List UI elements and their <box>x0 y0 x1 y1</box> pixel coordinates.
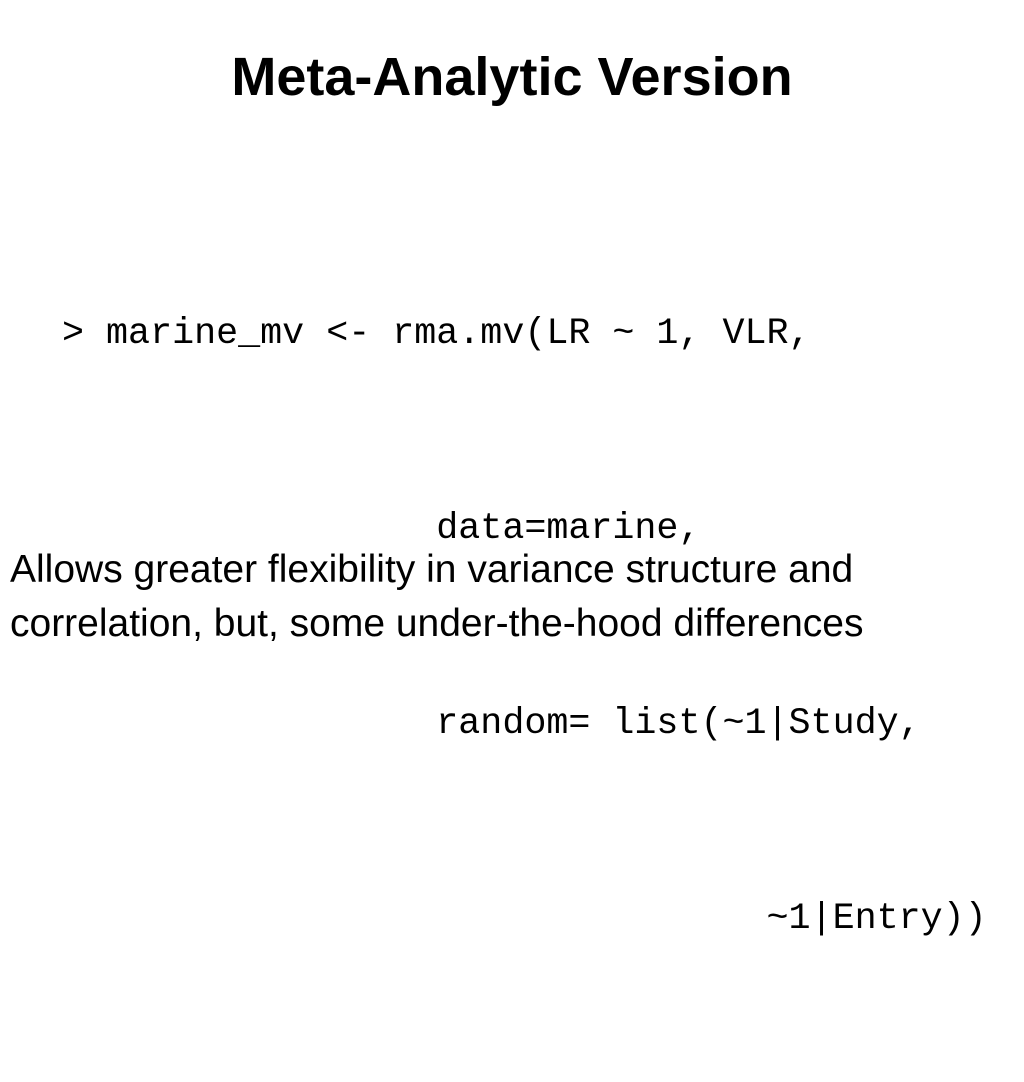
code-line: > marine_mv <- rma.mv(LR ~ 1, VLR, <box>62 313 811 355</box>
slide-title: Meta-Analytic Version <box>231 47 793 107</box>
slide-body-text: Allows greater flexibility in variance s… <box>10 548 864 645</box>
slide: Meta-Analytic Version > marine_mv <- rma… <box>10 47 987 940</box>
code-line: ~1|Entry)) <box>62 898 987 940</box>
code-line: data=marine, <box>62 508 701 550</box>
code-line: random= list(~1|Study, <box>62 703 921 745</box>
